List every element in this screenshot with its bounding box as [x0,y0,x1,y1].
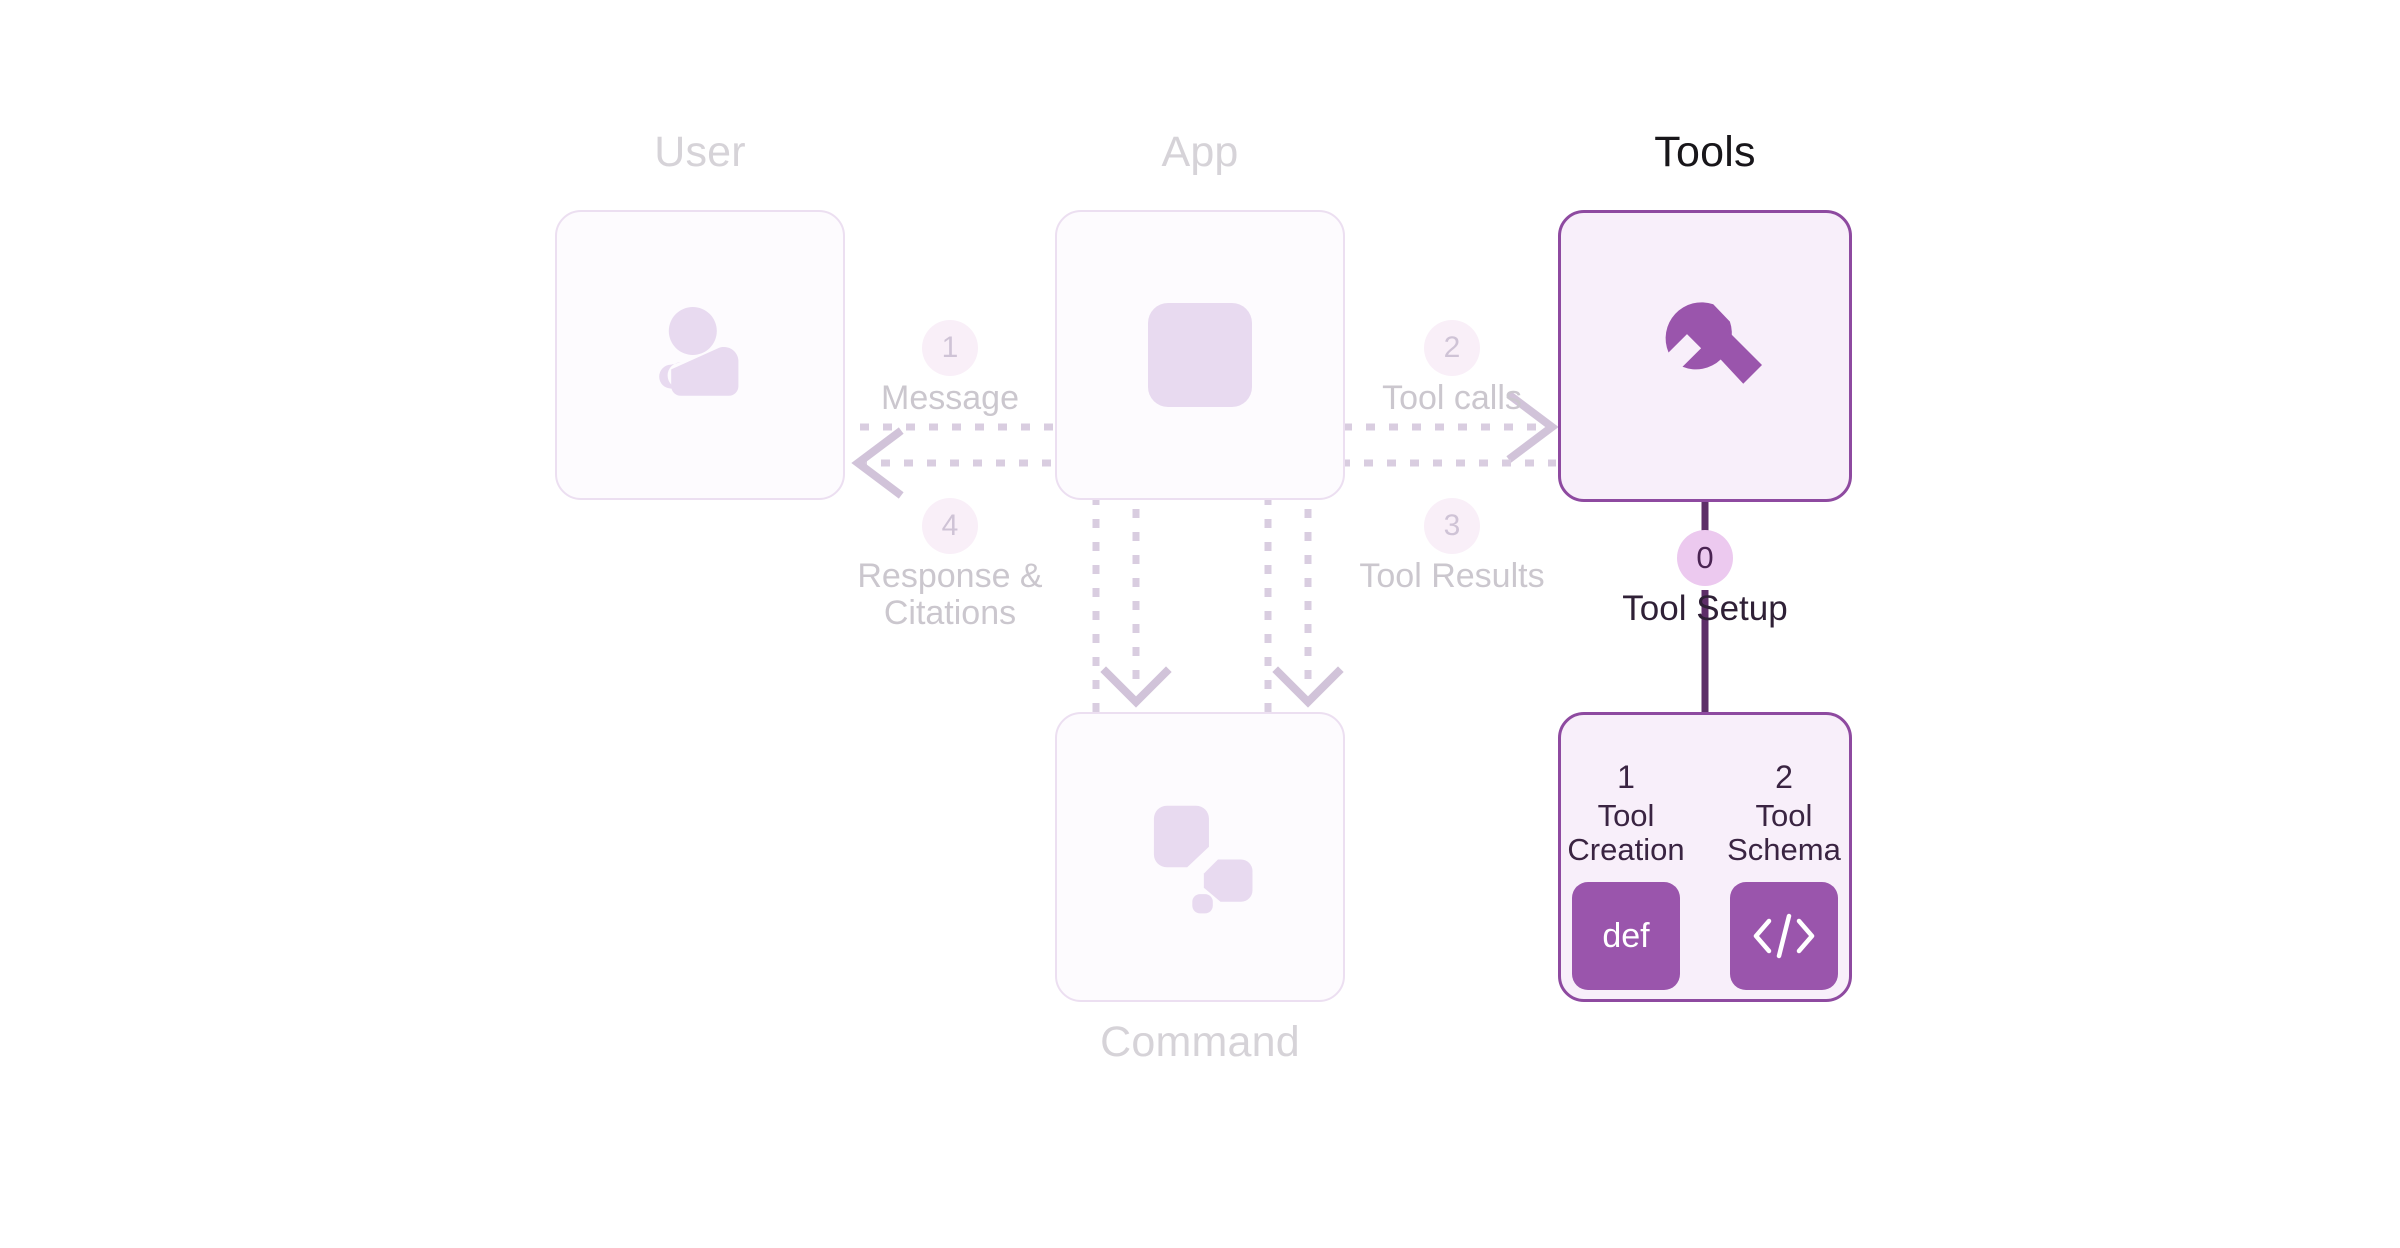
step-message: 1 Message [780,320,1120,417]
app-caption: App [1161,128,1239,176]
step-number-badge: 1 [922,320,978,376]
step-label: Tool calls [1382,379,1522,417]
step-label: Message [881,379,1019,417]
def-keyword-icon[interactable]: def [1572,882,1680,991]
node-tool-setup[interactable]: 1 Tool Creation def 2 Tool Schema [1558,712,1852,1002]
step-number-badge: 0 [1677,530,1733,586]
step-tool-setup: 0 Tool Setup [1535,530,1875,628]
step-tool-calls: 2 Tool calls [1282,320,1622,417]
card-number: 1 [1617,759,1635,795]
card-name: Tool Creation [1567,797,1685,868]
tool-setup-cards: 1 Tool Creation def 2 Tool Schema [1561,757,1849,991]
node-tools[interactable] [1558,210,1852,502]
step-label: Tool Results [1359,557,1545,595]
node-user[interactable] [555,210,845,500]
user-caption: User [654,128,746,176]
step-number-badge: 2 [1424,320,1480,376]
card-number: 2 [1775,759,1793,795]
command-caption: Command [1100,1018,1300,1066]
step-label: Response & Citations [857,557,1043,632]
node-command[interactable] [1055,712,1345,1002]
step-label: Tool Setup [1622,589,1788,628]
tools-caption: Tools [1654,128,1756,176]
step-number-badge: 4 [922,498,978,554]
step-number-badge: 3 [1424,498,1480,554]
wrench-icon [1630,281,1780,431]
def-keyword-label: def [1602,916,1650,955]
app-square-icon [1148,303,1252,407]
tool-setup-card-schema[interactable]: 2 Tool Schema [1719,757,1849,991]
card-name: Tool Schema [1727,797,1841,868]
code-brackets-icon[interactable] [1730,882,1838,991]
tool-setup-card-creation[interactable]: 1 Tool Creation def [1561,757,1691,991]
command-logo-icon [1136,793,1264,921]
node-app[interactable] [1055,210,1345,500]
step-response-citations: 4 Response & Citations [780,498,1120,631]
step-tool-results: 3 Tool Results [1282,498,1622,595]
user-avatar-icon [640,295,760,415]
